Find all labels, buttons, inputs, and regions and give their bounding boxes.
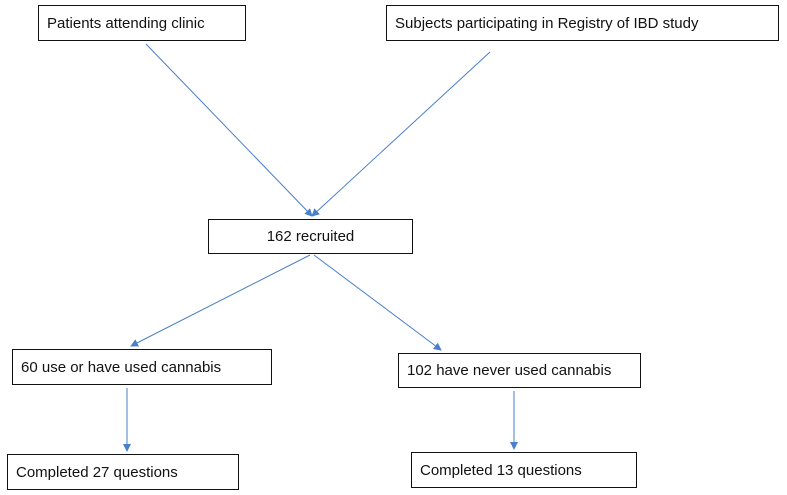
arrow-clinic-to-recruited — [145, 43, 313, 217]
node-completed-13-questions: Completed 13 questions — [411, 452, 637, 488]
arrow-registry-to-recruited — [311, 51, 491, 217]
node-completed-27-questions: Completed 27 questions — [7, 454, 239, 490]
node-patients-attending-clinic: Patients attending clinic — [38, 5, 246, 41]
arrow-recruited-to-used — [130, 254, 311, 347]
node-registry-subjects: Subjects participating in Registry of IB… — [386, 5, 779, 41]
node-never-used-cannabis: 102 have never used cannabis — [398, 353, 641, 388]
node-recruited: 162 recruited — [208, 219, 413, 254]
node-used-cannabis: 60 use or have used cannabis — [12, 349, 272, 385]
arrow-recruited-to-never — [313, 254, 442, 351]
